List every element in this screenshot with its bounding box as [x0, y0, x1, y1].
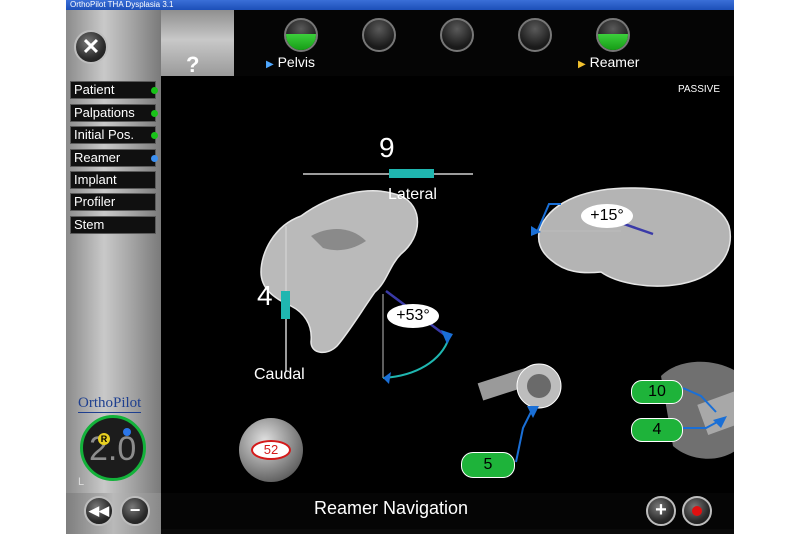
blue-marker-icon [383, 372, 391, 384]
play-arrow-icon: ▶ [266, 59, 274, 70]
ball-counter: 52 [239, 418, 303, 482]
reamer-pos-badge-top: 10 [631, 380, 683, 404]
version-value: 2.0 [89, 430, 137, 468]
navigation-view: PASSIVE [161, 76, 734, 496]
sidebar-item-implant[interactable]: Implant [70, 171, 156, 189]
blue-marker-icon [531, 226, 541, 236]
ball-counter-value: 52 [251, 440, 291, 460]
sidebar-item-stem[interactable]: Stem [70, 216, 156, 234]
pelvis-frontal-shape [260, 190, 419, 354]
sidebar-item-label: Reamer [74, 150, 121, 165]
version-badge-icon: R [98, 433, 110, 445]
caudal-label: Caudal [254, 366, 305, 383]
inclination-badge: +53° [387, 304, 439, 328]
window-title: OrthoPilot THA Dysplasia 3.1 [70, 0, 174, 9]
logo-text: OrthoPilot [78, 395, 142, 411]
pelvis-label: Pelvis [277, 54, 315, 70]
play-arrow-icon: ▶ [578, 59, 586, 70]
status-led-icon [151, 87, 158, 94]
rewind-button[interactable]: ◀◀ [84, 496, 114, 526]
side-label: L [78, 476, 85, 488]
sidebar-item-initial-pos[interactable]: Initial Pos. [70, 126, 158, 144]
bottom-bar [161, 493, 734, 529]
plus-button[interactable]: + [646, 496, 676, 526]
help-label: ? [186, 52, 200, 77]
status-led-icon [151, 132, 158, 139]
indicator-dot-icon [123, 428, 131, 436]
mode-label: PASSIVE [677, 84, 720, 95]
pelvis-frontal-inner [311, 229, 366, 251]
reamer-pos-badge-bottom: 4 [631, 418, 683, 442]
app-window: OrthoPilot THA Dysplasia 3.1 ✕ ? ▶ Pelvi… [66, 0, 734, 534]
stage-bar [234, 10, 734, 76]
stage-indicator-pelvis[interactable] [284, 18, 318, 52]
lateral-value: 9 [379, 132, 395, 163]
version-dial: 2.0 R [80, 415, 146, 481]
blue-marker-icon [441, 330, 453, 344]
sidebar-item-label: Palpations [74, 105, 135, 120]
stage-indicator-reamer[interactable] [596, 18, 630, 52]
sidebar-item-label: Implant [74, 172, 117, 187]
anteversion-badge: +15° [581, 204, 633, 228]
stage-label-right: ▶ Reamer [578, 54, 639, 70]
close-button[interactable]: ✕ [74, 30, 108, 64]
blue-marker-icon [713, 416, 727, 428]
status-led-icon [151, 155, 158, 162]
sidebar-item-label: Initial Pos. [74, 127, 134, 142]
sidebar-item-label: Profiler [74, 194, 116, 209]
inclination-arc [382, 337, 450, 379]
stage-indicator-4[interactable] [518, 18, 552, 52]
sidebar-item-palpations[interactable]: Palpations [70, 104, 158, 122]
sidebar-item-patient[interactable]: Patient [70, 81, 158, 99]
record-dot-icon [692, 506, 702, 516]
blue-marker-icon [527, 406, 539, 418]
sidebar-item-profiler[interactable]: Profiler [70, 193, 156, 211]
status-led-icon [151, 110, 158, 117]
pos-lead-top [682, 387, 717, 413]
caudal-value: 4 [257, 280, 273, 311]
sidebar-item-reamer[interactable]: Reamer [70, 149, 158, 167]
reamer-label: Reamer [589, 54, 640, 70]
stage-label-left: ▶ Pelvis [266, 54, 315, 70]
sidebar-item-label: Patient [74, 82, 115, 97]
reamer-device [697, 385, 734, 435]
lateral-bar [389, 169, 434, 178]
help-button[interactable]: ? [186, 52, 199, 78]
sidebar-item-label: Stem [74, 217, 105, 232]
reamer-depth-badge: 5 [461, 452, 515, 478]
title-bar: OrthoPilot THA Dysplasia 3.1 [66, 0, 734, 10]
reamer-cup [527, 374, 551, 398]
reamer-lead [515, 407, 534, 463]
stage-indicator-3[interactable] [440, 18, 474, 52]
stage-indicator-2[interactable] [362, 18, 396, 52]
orthopilot-logo: OrthoPilot [78, 395, 142, 413]
caudal-bar [281, 291, 290, 319]
pelvis-axial-shape [537, 187, 731, 287]
lateral-label: Lateral [388, 186, 437, 203]
anteversion-bracket [536, 203, 561, 233]
footer-title: Reamer Navigation [314, 498, 469, 518]
minus-button[interactable]: − [120, 496, 150, 526]
record-button[interactable] [682, 496, 712, 526]
